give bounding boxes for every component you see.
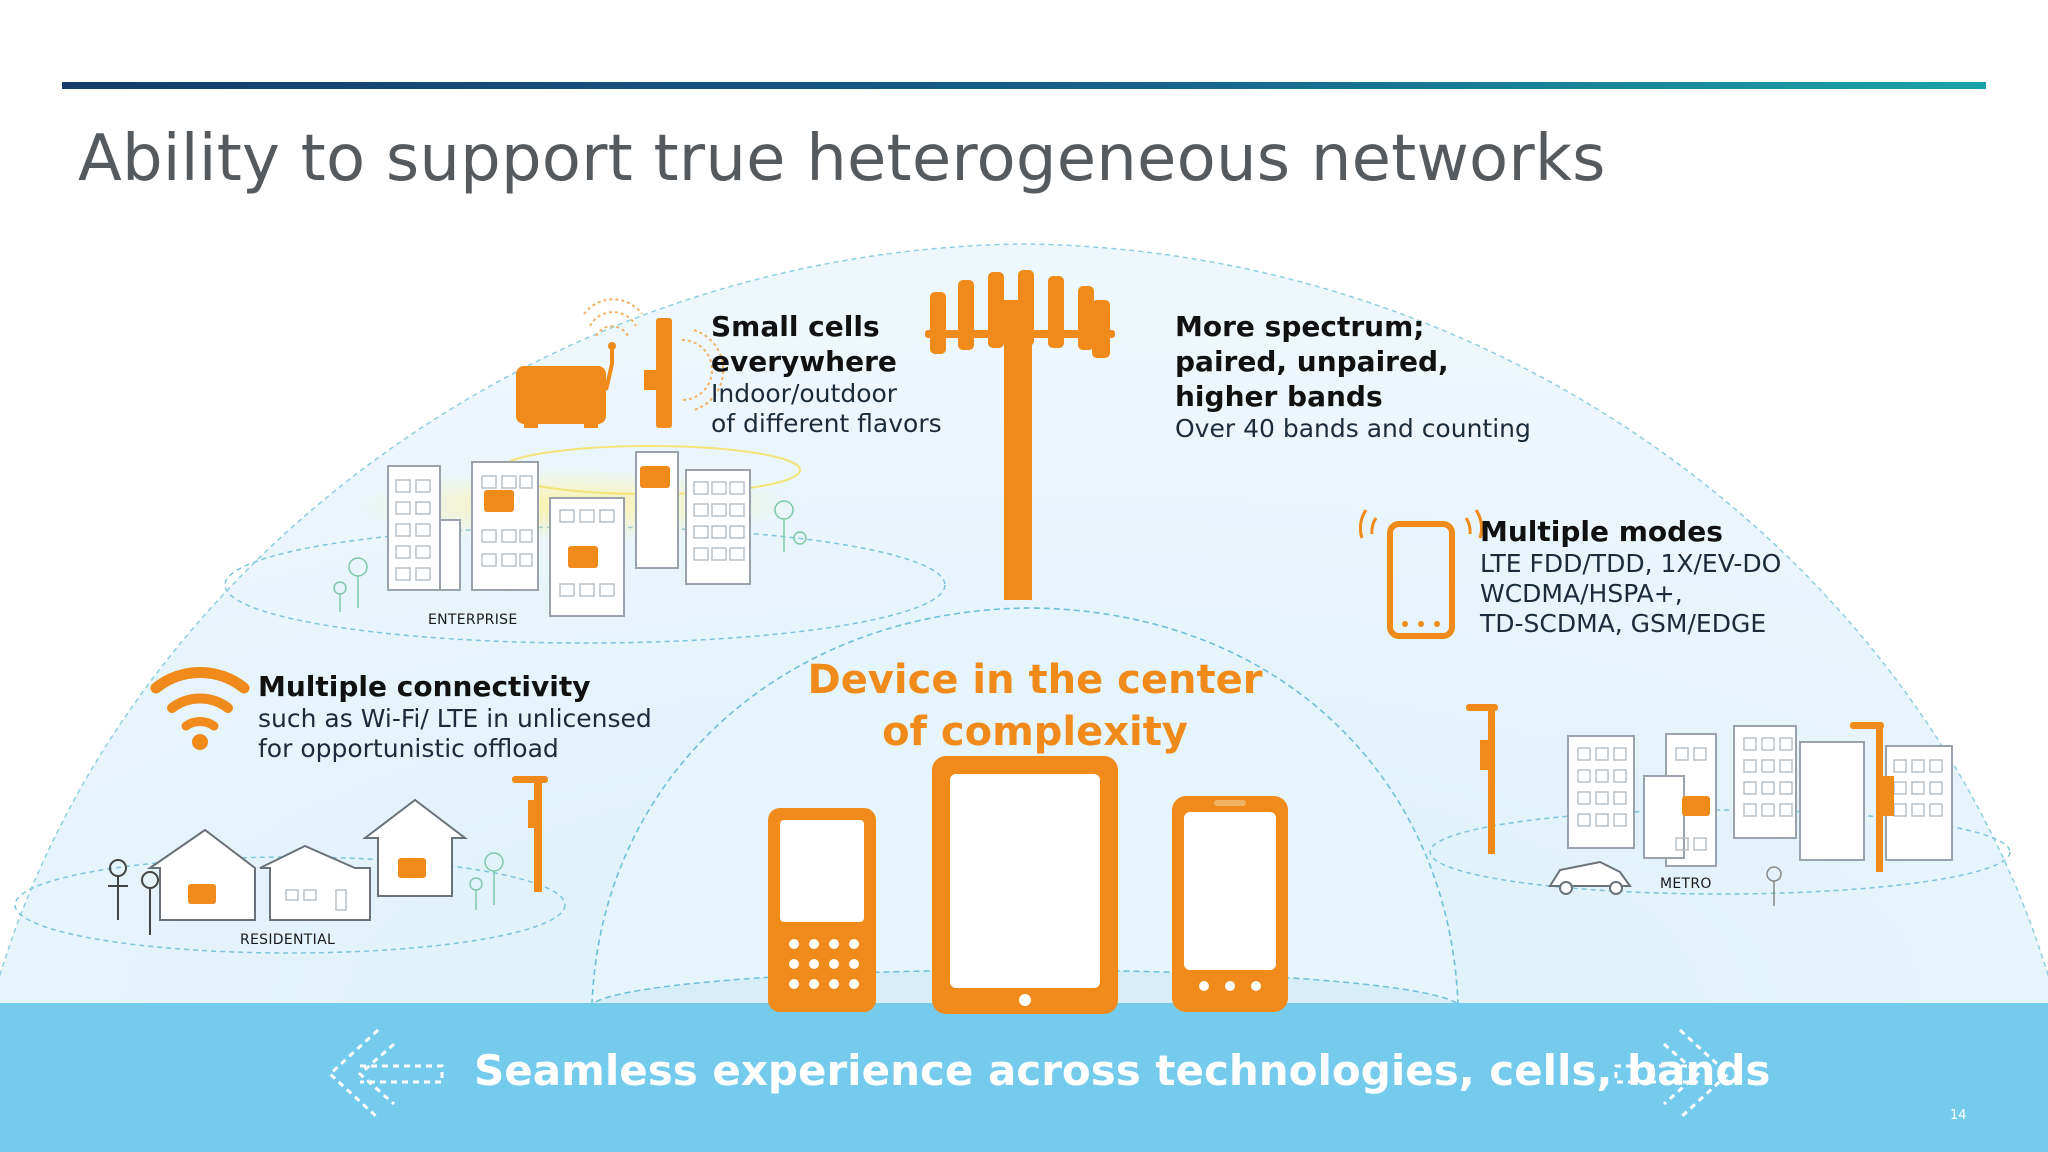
spectrum-heading-1: More spectrum; [1175, 310, 1425, 343]
modes-heading: Multiple modes [1480, 515, 1723, 548]
top-rule [62, 82, 1986, 89]
enterprise-scene [224, 445, 946, 644]
modes-sub-1: LTE FDD/TDD, 1X/EV-DO [1480, 549, 1782, 578]
metro-scene [1429, 704, 2011, 906]
modes-sub-3: TD-SCDMA, GSM/EDGE [1480, 609, 1767, 638]
cell-tower-icon [925, 270, 1115, 600]
smartphone-icon [1172, 796, 1288, 1012]
wifi-icon [150, 666, 250, 750]
spectrum-heading-2: paired, unpaired, [1175, 345, 1449, 378]
antenna-icon [644, 318, 725, 428]
spectrum-heading-3: higher bands [1175, 380, 1383, 413]
feature-phone-icon [768, 808, 876, 1012]
page-number: 14 [1950, 1108, 1967, 1123]
connectivity-heading: Multiple connectivity [258, 670, 591, 703]
connectivity-sub-1: such as Wi-Fi/ LTE in unlicensed [258, 704, 652, 733]
smartphone-icon [1358, 509, 1484, 639]
center-line-2: of complexity [882, 709, 1188, 755]
spectrum-block: More spectrum; paired, unpaired, higher … [1175, 309, 1531, 444]
tablet-icon [932, 756, 1118, 1014]
modes-sub-2: WCDMA/HSPA+, [1480, 579, 1683, 608]
bottom-banner [0, 1003, 2048, 1152]
enterprise-label: ENTERPRISE [428, 612, 518, 628]
small-cells-heading-2: everywhere [711, 345, 897, 378]
arrow-left-icon [327, 1028, 444, 1120]
connectivity-block: Multiple connectivity such as Wi-Fi/ LTE… [258, 669, 652, 764]
page-title: Ability to support true heterogeneous ne… [78, 122, 1606, 196]
residential-label: RESIDENTIAL [240, 932, 336, 948]
spectrum-sub-1: Over 40 bands and counting [1175, 414, 1531, 443]
building-icon [387, 451, 751, 617]
arrow-right-icon [1614, 1028, 1731, 1120]
small-cells-sub-1: Indoor/outdoor [711, 379, 898, 408]
banner-text: Seamless experience across technologies,… [474, 1046, 1771, 1095]
small-cells-sub-2: of different flavors [711, 409, 942, 438]
connectivity-sub-2: for opportunistic offload [258, 734, 559, 763]
car-icon [1548, 860, 1632, 895]
center-line-1: Device in the center [807, 657, 1263, 703]
center-caption: Device in the center of complexity [780, 654, 1290, 758]
metro-label: METRO [1660, 876, 1712, 892]
modes-block: Multiple modes LTE FDD/TDD, 1X/EV-DO WCD… [1480, 514, 1781, 639]
small-cells-heading-1: Small cells [711, 310, 880, 343]
router-icon [516, 298, 643, 428]
residential-scene [14, 776, 566, 954]
small-cells-block: Small cells everywhere Indoor/outdoor of… [711, 309, 942, 439]
house-icon [146, 798, 468, 921]
